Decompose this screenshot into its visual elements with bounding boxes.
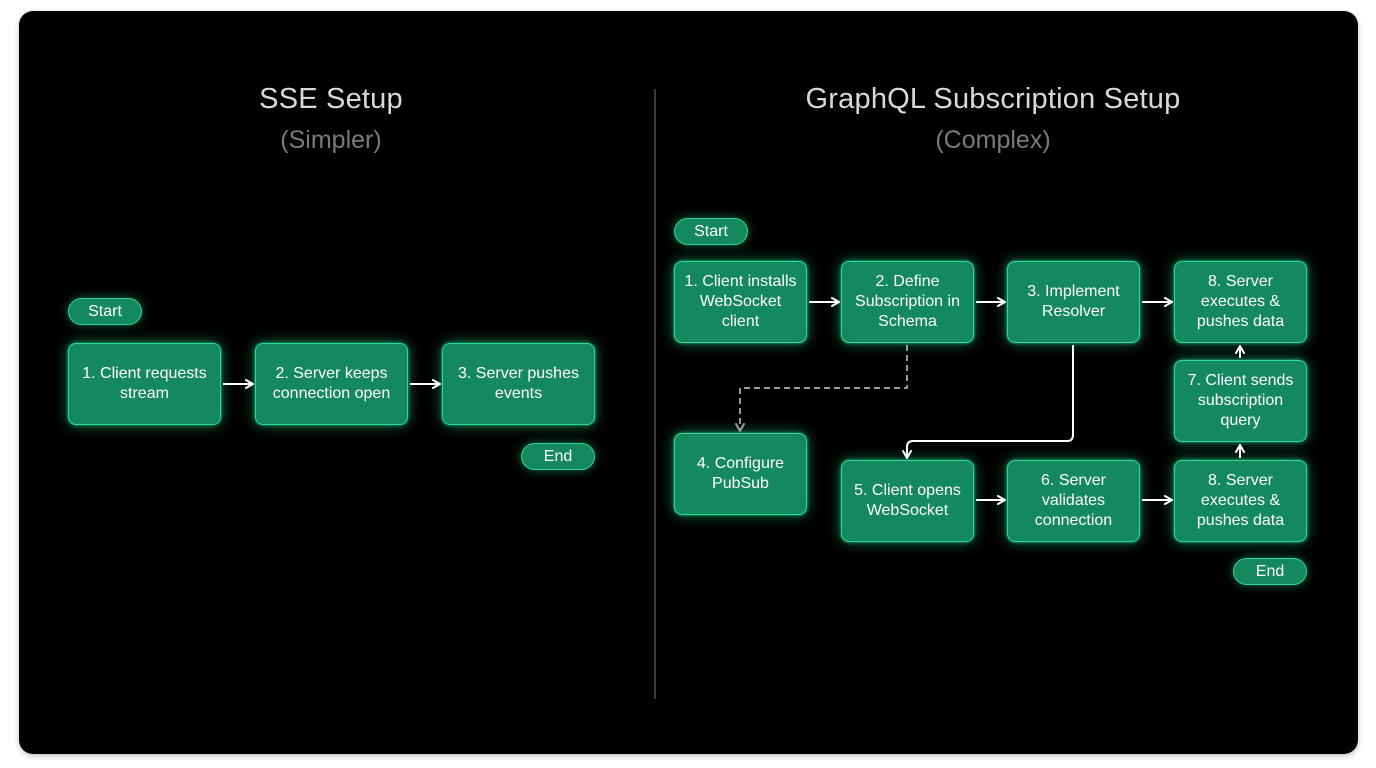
graphql-step-8-bottom: 8. Server executes & pushes data	[1174, 460, 1307, 542]
graphql-subtitle: (Complex)	[935, 126, 1051, 154]
graphql-step-7-label: 7. Client sends subscription query	[1187, 372, 1294, 429]
sse-step-3: 3. Server pushes events	[442, 343, 595, 425]
sse-start-label: Start	[88, 302, 122, 320]
graphql-step-2-label: 2. Define Subscription in Schema	[855, 273, 960, 330]
sse-step-1-label: 1. Client requests stream	[82, 365, 207, 402]
graphql-step-5: 5. Client opens WebSocket	[841, 460, 974, 542]
graphql-step-6: 6. Server validates connection	[1007, 460, 1140, 542]
graphql-end-pill: End	[1233, 558, 1307, 585]
graphql-step-8-top: 8. Server executes & pushes data	[1174, 261, 1307, 343]
sse-subtitle: (Simpler)	[280, 126, 382, 154]
graphql-step-2: 2. Define Subscription in Schema	[841, 261, 974, 343]
sse-end-pill: End	[521, 443, 595, 470]
graphql-step-4: 4. Configure PubSub	[674, 433, 807, 515]
graphql-step-3-label: 3. Implement Resolver	[1027, 283, 1120, 320]
panel-divider	[654, 89, 656, 699]
sse-title: SSE Setup	[259, 83, 403, 115]
graphql-step-3: 3. Implement Resolver	[1007, 261, 1140, 343]
graphql-step-8-bottom-label: 8. Server executes & pushes data	[1196, 472, 1285, 529]
graphql-arrow-3-5	[902, 345, 1074, 459]
graphql-start-label: Start	[694, 222, 728, 240]
sse-step-3-label: 3. Server pushes events	[458, 365, 579, 402]
graphql-end-label: End	[1255, 562, 1285, 580]
sse-step-1: 1. Client requests stream	[68, 343, 221, 425]
graphql-step-8-top-label: 8. Server executes & pushes data	[1196, 273, 1285, 330]
sse-step-2-label: 2. Server keeps connection open	[272, 365, 391, 402]
graphql-start-pill: Start	[674, 218, 748, 245]
graphql-step-6-label: 6. Server validates connection	[1034, 472, 1113, 529]
graphql-dashed-arrow-2-4	[735, 345, 908, 432]
sse-start-pill: Start	[68, 298, 142, 325]
sse-step-2: 2. Server keeps connection open	[255, 343, 408, 425]
graphql-step-5-label: 5. Client opens WebSocket	[854, 482, 961, 519]
graphql-step-1: 1. Client installs WebSocket client	[674, 261, 807, 343]
diagram-canvas: SSE Setup (Simpler) Start 1. Client requ…	[19, 11, 1358, 754]
graphql-title: GraphQL Subscription Setup	[805, 83, 1181, 115]
connector-arrows	[223, 297, 1245, 505]
graphql-step-7: 7. Client sends subscription query	[1174, 360, 1307, 442]
graphql-step-4-label: 4. Configure PubSub	[696, 455, 785, 492]
sse-end-label: End	[543, 447, 573, 465]
graphql-step-1-label: 1. Client installs WebSocket client	[684, 273, 797, 330]
